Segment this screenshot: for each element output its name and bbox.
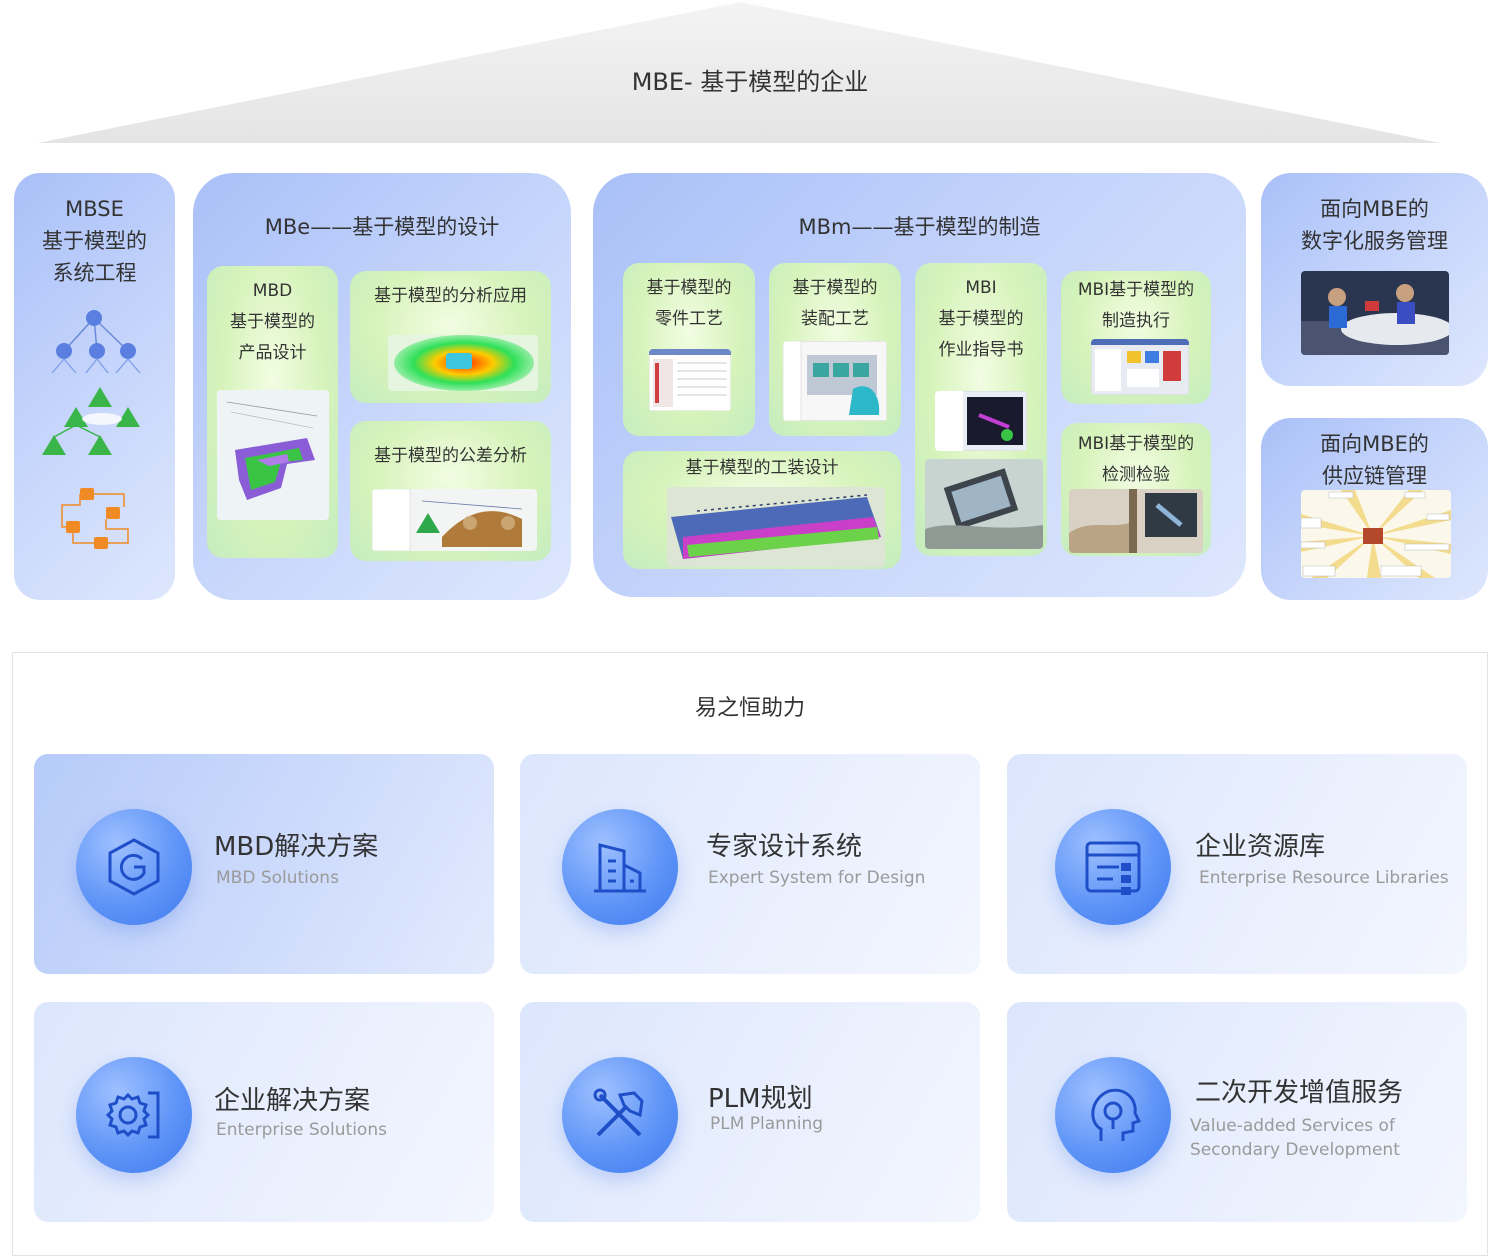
building-icon	[562, 809, 678, 925]
title-line: 供应链管理	[1322, 464, 1427, 488]
card-mbd-title: MBD 基于模型的 产品设计	[207, 276, 338, 369]
card-mbi-guide-title: MBI 基于模型的 作业指导书	[915, 273, 1047, 366]
head-search-icon	[1055, 1057, 1171, 1173]
requirements-tree-diagram	[51, 310, 141, 374]
mbse-title: MBSE 基于模型的 系统工程	[14, 193, 175, 289]
roof-title: MBE- 基于模型的企业	[631, 68, 869, 96]
mbe-design-title: MBe——基于模型的设计	[264, 215, 500, 239]
service-technician-photo	[1301, 271, 1449, 355]
card-title-line: 基于模型的	[646, 278, 732, 298]
service-english: Value-added Services of Secondary Develo…	[1190, 1116, 1400, 1160]
mbd-model-image	[217, 390, 329, 520]
card-title-line: 检测检验	[1102, 465, 1170, 485]
service-english: Enterprise Resource Libraries	[1199, 868, 1449, 888]
title-line: 面向MBE的	[1320, 432, 1429, 456]
card-mbd-product-design: MBD 基于模型的 产品设计	[207, 266, 338, 558]
card-tolerance-analysis: 基于模型的公差分析	[350, 421, 551, 561]
card-title-line: 零件工艺	[655, 309, 723, 329]
service-card-expert-system[interactable]: 专家设计系统 Expert System for Design	[520, 754, 980, 974]
service-english: PLM Planning	[710, 1114, 824, 1134]
service-management-title: 面向MBE的 数字化服务管理	[1261, 193, 1488, 257]
card-assembly-process: 基于模型的 装配工艺	[769, 263, 901, 436]
analysis-heatmap-image	[388, 335, 538, 391]
tolerance-analysis-image	[372, 489, 537, 551]
service-name: 二次开发增值服务	[1195, 1078, 1404, 1108]
tooling-model-image	[667, 487, 885, 567]
service-name: MBD解决方案	[214, 832, 379, 862]
card-title-line: MBI基于模型的	[1077, 434, 1195, 454]
card-title-line: 产品设计	[238, 343, 307, 363]
supply-chain-title: 面向MBE的 供应链管理	[1261, 428, 1488, 492]
mbd-logo-icon	[76, 809, 192, 925]
mbm-title: MBm——基于模型的制造	[798, 215, 1041, 239]
card-title-line: 装配工艺	[801, 309, 869, 329]
card-tooling-design: 基于模型的工装设计	[623, 451, 901, 569]
service-card-resource-libraries[interactable]: 企业资源库 Enterprise Resource Libraries	[1007, 754, 1467, 974]
card-title-line: MBI	[965, 278, 997, 298]
service-card-plm-planning[interactable]: PLM规划 PLM Planning	[520, 1002, 980, 1222]
service-english: Enterprise Solutions	[216, 1120, 387, 1140]
gear-document-icon	[76, 1057, 192, 1173]
title-line: 面向MBE的	[1320, 197, 1429, 221]
mbse-title-line: MBSE	[65, 197, 124, 221]
tools-icon	[562, 1057, 678, 1173]
card-title-line: MBI基于模型的	[1077, 280, 1195, 300]
service-name: 专家设计系统	[706, 832, 863, 862]
service-name: 企业解决方案	[214, 1086, 371, 1116]
mbse-title-line: 系统工程	[52, 261, 137, 285]
card-mbi-exec-title: MBI基于模型的 制造执行	[1061, 275, 1211, 337]
help-title: 易之恒助力	[694, 696, 805, 721]
card-title-line: 基于模型的	[792, 278, 878, 298]
card-assembly-title: 基于模型的 装配工艺	[769, 273, 901, 335]
card-mbi-work-instruction: MBI 基于模型的 作业指导书	[915, 263, 1047, 556]
supply-chain-diagram	[1301, 490, 1451, 578]
service-english: MBD Solutions	[216, 868, 339, 888]
mbi-instruction-screenshot	[935, 391, 1027, 451]
service-english: Expert System for Design	[708, 868, 926, 888]
assembly-process-screenshot	[783, 341, 887, 421]
card-title-line: 制造执行	[1102, 311, 1170, 331]
service-card-mbd-solutions[interactable]: MBD解决方案 MBD Solutions	[34, 754, 494, 974]
card-parts-process: 基于模型的 零件工艺	[623, 263, 755, 436]
function-decompose-diagram	[42, 387, 140, 455]
mbm-manufacturing-column: MBm——基于模型的制造 基于模型的 零件工艺 基于模型的 装配工艺	[593, 173, 1246, 597]
resource-library-icon	[1055, 809, 1171, 925]
card-parts-title: 基于模型的 零件工艺	[623, 273, 755, 335]
logic-blocks-diagram	[61, 488, 129, 549]
mbse-column: MBSE 基于模型的 系统工程	[14, 173, 175, 600]
card-title-line: 基于模型的	[938, 309, 1024, 329]
service-card-secondary-development[interactable]: 二次开发增值服务 Value-added Services of Seconda…	[1007, 1002, 1467, 1222]
card-mbi-inspection: MBI基于模型的 检测检验	[1061, 423, 1211, 556]
mbi-tablet-photo	[925, 459, 1043, 549]
mbi-inspection-photo	[1069, 489, 1203, 553]
mbe-design-column: MBe——基于模型的设计 MBD 基于模型的 产品设计 基于模型的分析应用	[193, 173, 571, 600]
service-name: PLM规划	[708, 1084, 813, 1114]
service-management-box: 面向MBE的 数字化服务管理	[1261, 173, 1488, 386]
card-mbi-manufacturing-execution: MBI基于模型的 制造执行	[1061, 271, 1211, 404]
roof-shape	[38, 2, 1440, 143]
card-title-line: 基于模型的	[230, 312, 315, 332]
card-analysis-title: 基于模型的分析应用	[374, 286, 527, 306]
supply-chain-box: 面向MBE的 供应链管理	[1261, 418, 1488, 600]
service-card-enterprise-solutions[interactable]: 企业解决方案 Enterprise Solutions	[34, 1002, 494, 1222]
card-mbi-inspect-title: MBI基于模型的 检测检验	[1061, 429, 1211, 491]
card-tooling-title: 基于模型的工装设计	[685, 458, 839, 478]
parts-process-screenshot	[649, 349, 731, 411]
title-line: 数字化服务管理	[1301, 229, 1448, 253]
mbse-title-line: 基于模型的	[42, 229, 147, 253]
card-tolerance-title: 基于模型的公差分析	[374, 446, 527, 466]
card-title-line: 作业指导书	[938, 340, 1024, 360]
mbi-execution-screenshot	[1091, 339, 1189, 395]
service-name: 企业资源库	[1195, 832, 1326, 862]
card-title-line: MBD	[252, 281, 293, 301]
card-analysis-application: 基于模型的分析应用	[350, 271, 551, 403]
